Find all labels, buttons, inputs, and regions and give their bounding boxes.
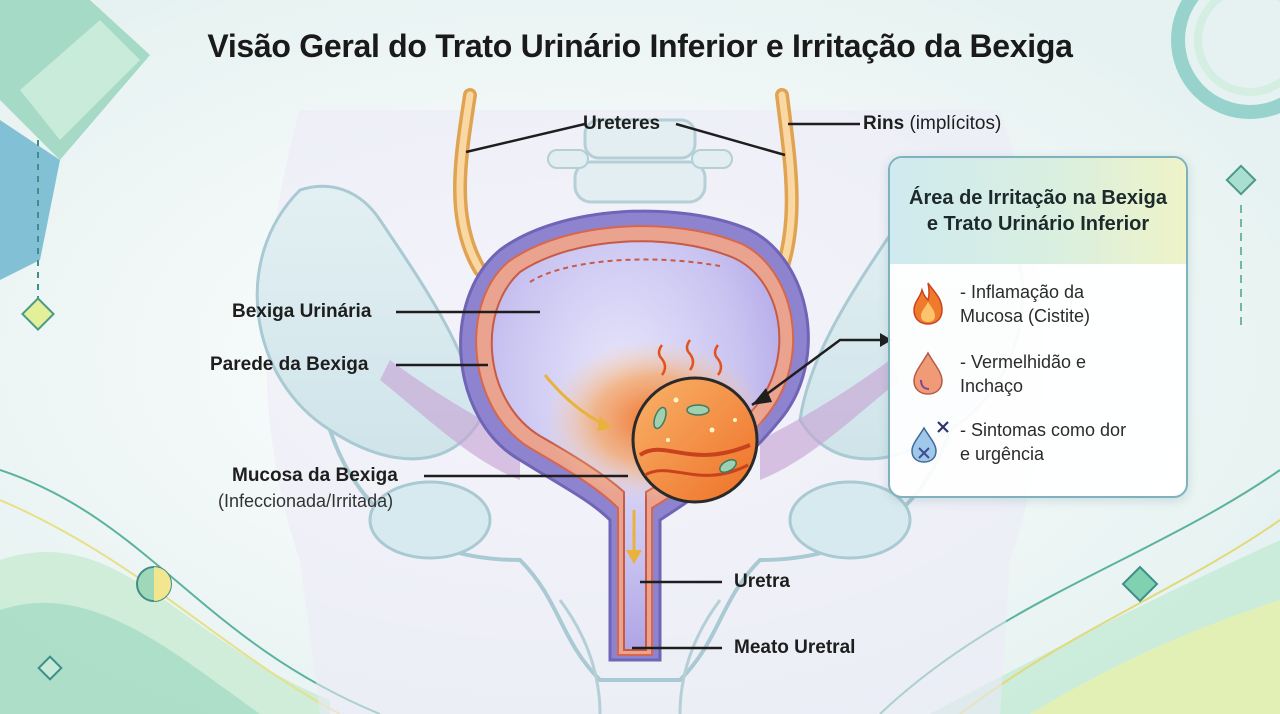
decor-top-right <box>1171 0 1280 330</box>
flame-icon <box>913 282 943 325</box>
label-urethra: Uretra <box>734 571 790 592</box>
label-mucosa-note: (Infeccionada/Irritada) <box>218 491 394 511</box>
label-ureters: Ureteres <box>583 113 661 134</box>
magnified-mucosa-circle <box>631 376 759 504</box>
decor-top-left <box>0 0 150 331</box>
ureters-illustration <box>453 88 799 282</box>
label-meatus: Meato Uretral <box>734 637 856 658</box>
decor-bottom-waves <box>0 469 1280 714</box>
leader-lines <box>396 122 860 650</box>
label-bladder: Bexiga Urinária <box>232 301 372 322</box>
label-bladder-wall: Parede da Bexiga <box>210 354 369 375</box>
label-kidneys: Rins (implícitos) <box>863 113 1002 134</box>
page-title: Visão Geral do Trato Urinário Inferior e… <box>207 28 1073 64</box>
pain-drop-icon <box>911 421 949 463</box>
callout-arrow <box>751 333 892 407</box>
irritation-info-panel: Área de Irritação na Bexiga e Trato Urin… <box>888 156 1188 498</box>
label-mucosa: Mucosa da Bexiga <box>232 465 398 486</box>
drop-icon <box>913 351 943 395</box>
panel-title: Área de Irritação na Bexiga e Trato Urin… <box>890 158 1186 264</box>
